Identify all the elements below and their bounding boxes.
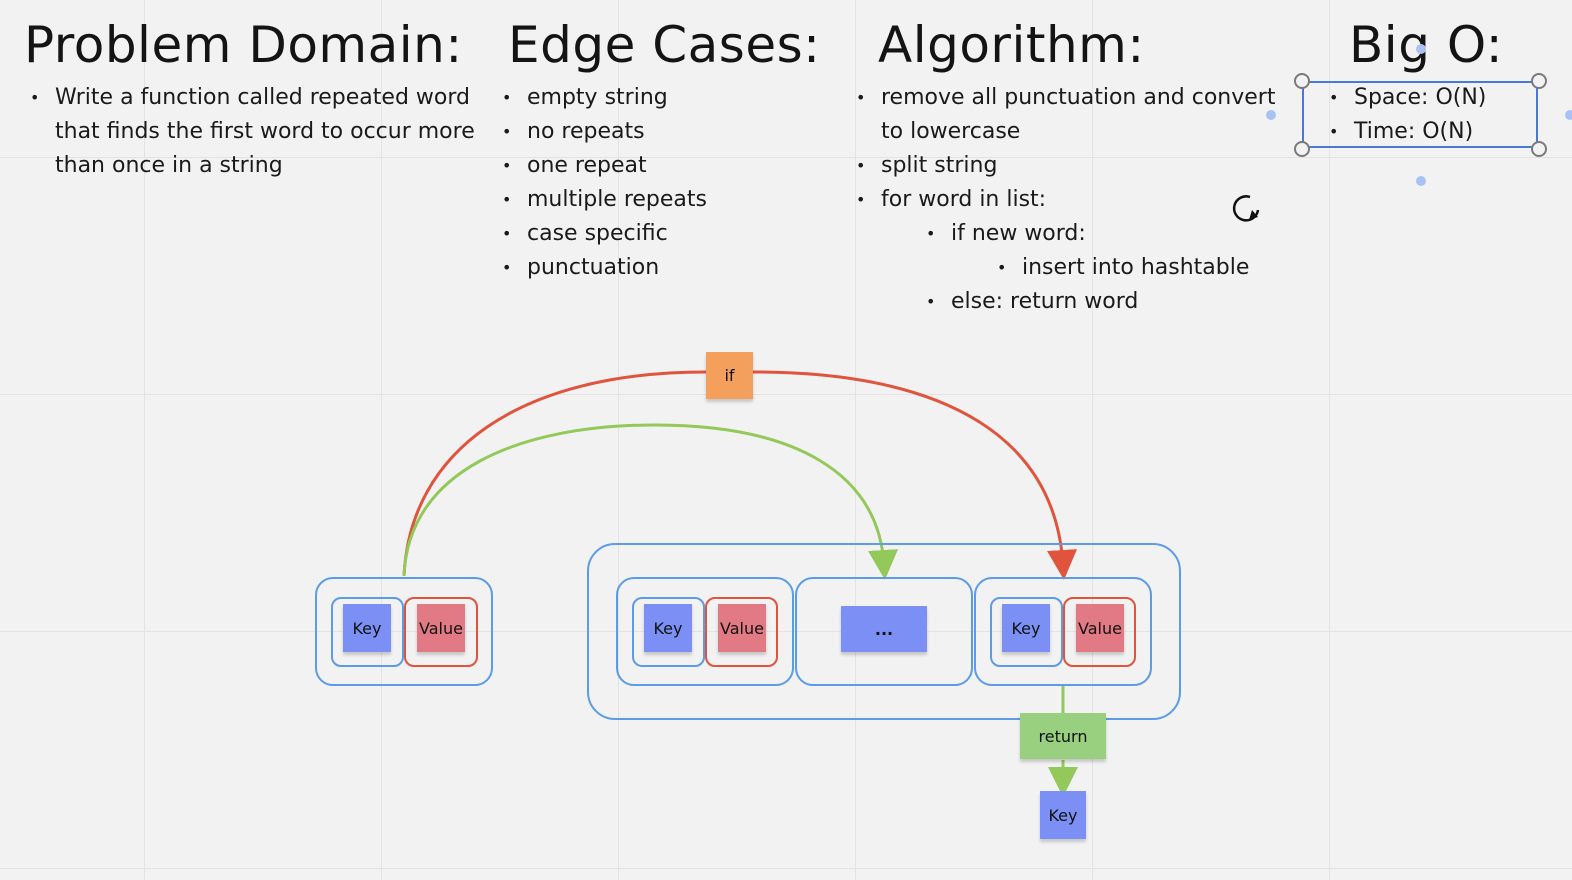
ellipsis-sticky[interactable]: ... [841, 606, 927, 652]
value-frame[interactable] [1063, 597, 1136, 667]
algorithm-list[interactable]: remove all punctuation and convert to lo… [853, 81, 1293, 319]
key-frame[interactable] [990, 597, 1063, 667]
bucket-frame[interactable] [795, 577, 973, 686]
edge-cases-heading[interactable]: Edge Cases: [508, 16, 821, 74]
list-item: Write a function called repeated word th… [27, 81, 487, 183]
key-frame[interactable] [331, 597, 404, 667]
list-item: case specific [499, 217, 829, 251]
grid-line [618, 0, 619, 880]
list-item: if new word: [923, 217, 1293, 251]
value-sticky[interactable]: Value [718, 604, 766, 652]
connection-dot[interactable] [1565, 110, 1572, 120]
rotate-icon[interactable] [1228, 190, 1264, 226]
grid-line [0, 394, 1572, 395]
big-o-list[interactable]: Space: O(N) Time: O(N) [1326, 81, 1536, 149]
if-sticky[interactable]: if [706, 352, 753, 399]
resize-handle[interactable] [1531, 141, 1547, 157]
list-item: no repeats [499, 115, 829, 149]
list-item: remove all punctuation and convert to lo… [853, 81, 1293, 149]
input-node-frame[interactable] [315, 577, 493, 686]
insert-arrow[interactable] [402, 423, 899, 580]
list-item: Time: O(N) [1326, 115, 1536, 149]
grid-line [855, 0, 856, 880]
connection-dot[interactable] [1416, 176, 1426, 186]
grid-line [1092, 0, 1093, 880]
result-key-sticky[interactable]: Key [1040, 791, 1086, 839]
grid-line [1329, 0, 1330, 880]
edge-cases-list[interactable]: empty string no repeats one repeat multi… [499, 81, 829, 285]
key-sticky[interactable]: Key [343, 604, 391, 652]
bucket-frame[interactable] [974, 577, 1152, 686]
selection-box[interactable] [1302, 81, 1538, 148]
value-frame[interactable] [705, 597, 778, 667]
hashtable-frame[interactable] [587, 543, 1181, 720]
connection-dot[interactable] [1416, 44, 1426, 54]
grid-line [0, 631, 1572, 632]
resize-handle[interactable] [1531, 73, 1547, 89]
big-o-heading[interactable]: Big O: [1349, 16, 1504, 74]
key-sticky[interactable]: Key [1002, 604, 1050, 652]
value-frame[interactable] [404, 597, 478, 667]
value-sticky[interactable]: Value [1076, 604, 1124, 652]
connection-dot[interactable] [1266, 110, 1276, 120]
list-item: else: return word [923, 285, 1293, 319]
value-sticky[interactable]: Value [417, 604, 465, 652]
problem-domain-heading[interactable]: Problem Domain: [24, 16, 463, 74]
problem-domain-list[interactable]: Write a function called repeated word th… [27, 81, 487, 183]
list-item: punctuation [499, 251, 829, 285]
grid-line [0, 868, 1572, 869]
grid-line [381, 0, 382, 880]
algorithm-heading[interactable]: Algorithm: [878, 16, 1145, 74]
bucket-frame[interactable] [616, 577, 794, 686]
key-sticky[interactable]: Key [644, 604, 692, 652]
resize-handle[interactable] [1294, 141, 1310, 157]
resize-handle[interactable] [1294, 73, 1310, 89]
list-item: split string [853, 149, 1293, 183]
list-item: for word in list: [853, 183, 1293, 217]
if-arrow[interactable] [402, 370, 707, 577]
key-frame[interactable] [632, 597, 705, 667]
list-item: empty string [499, 81, 829, 115]
list-item: insert into hashtable [994, 251, 1293, 285]
grid-line [144, 0, 145, 880]
list-item: Space: O(N) [1326, 81, 1536, 115]
list-item: multiple repeats [499, 183, 829, 217]
if-arrow[interactable] [752, 370, 1077, 580]
list-item: one repeat [499, 149, 829, 183]
return-sticky[interactable]: return [1020, 713, 1106, 759]
